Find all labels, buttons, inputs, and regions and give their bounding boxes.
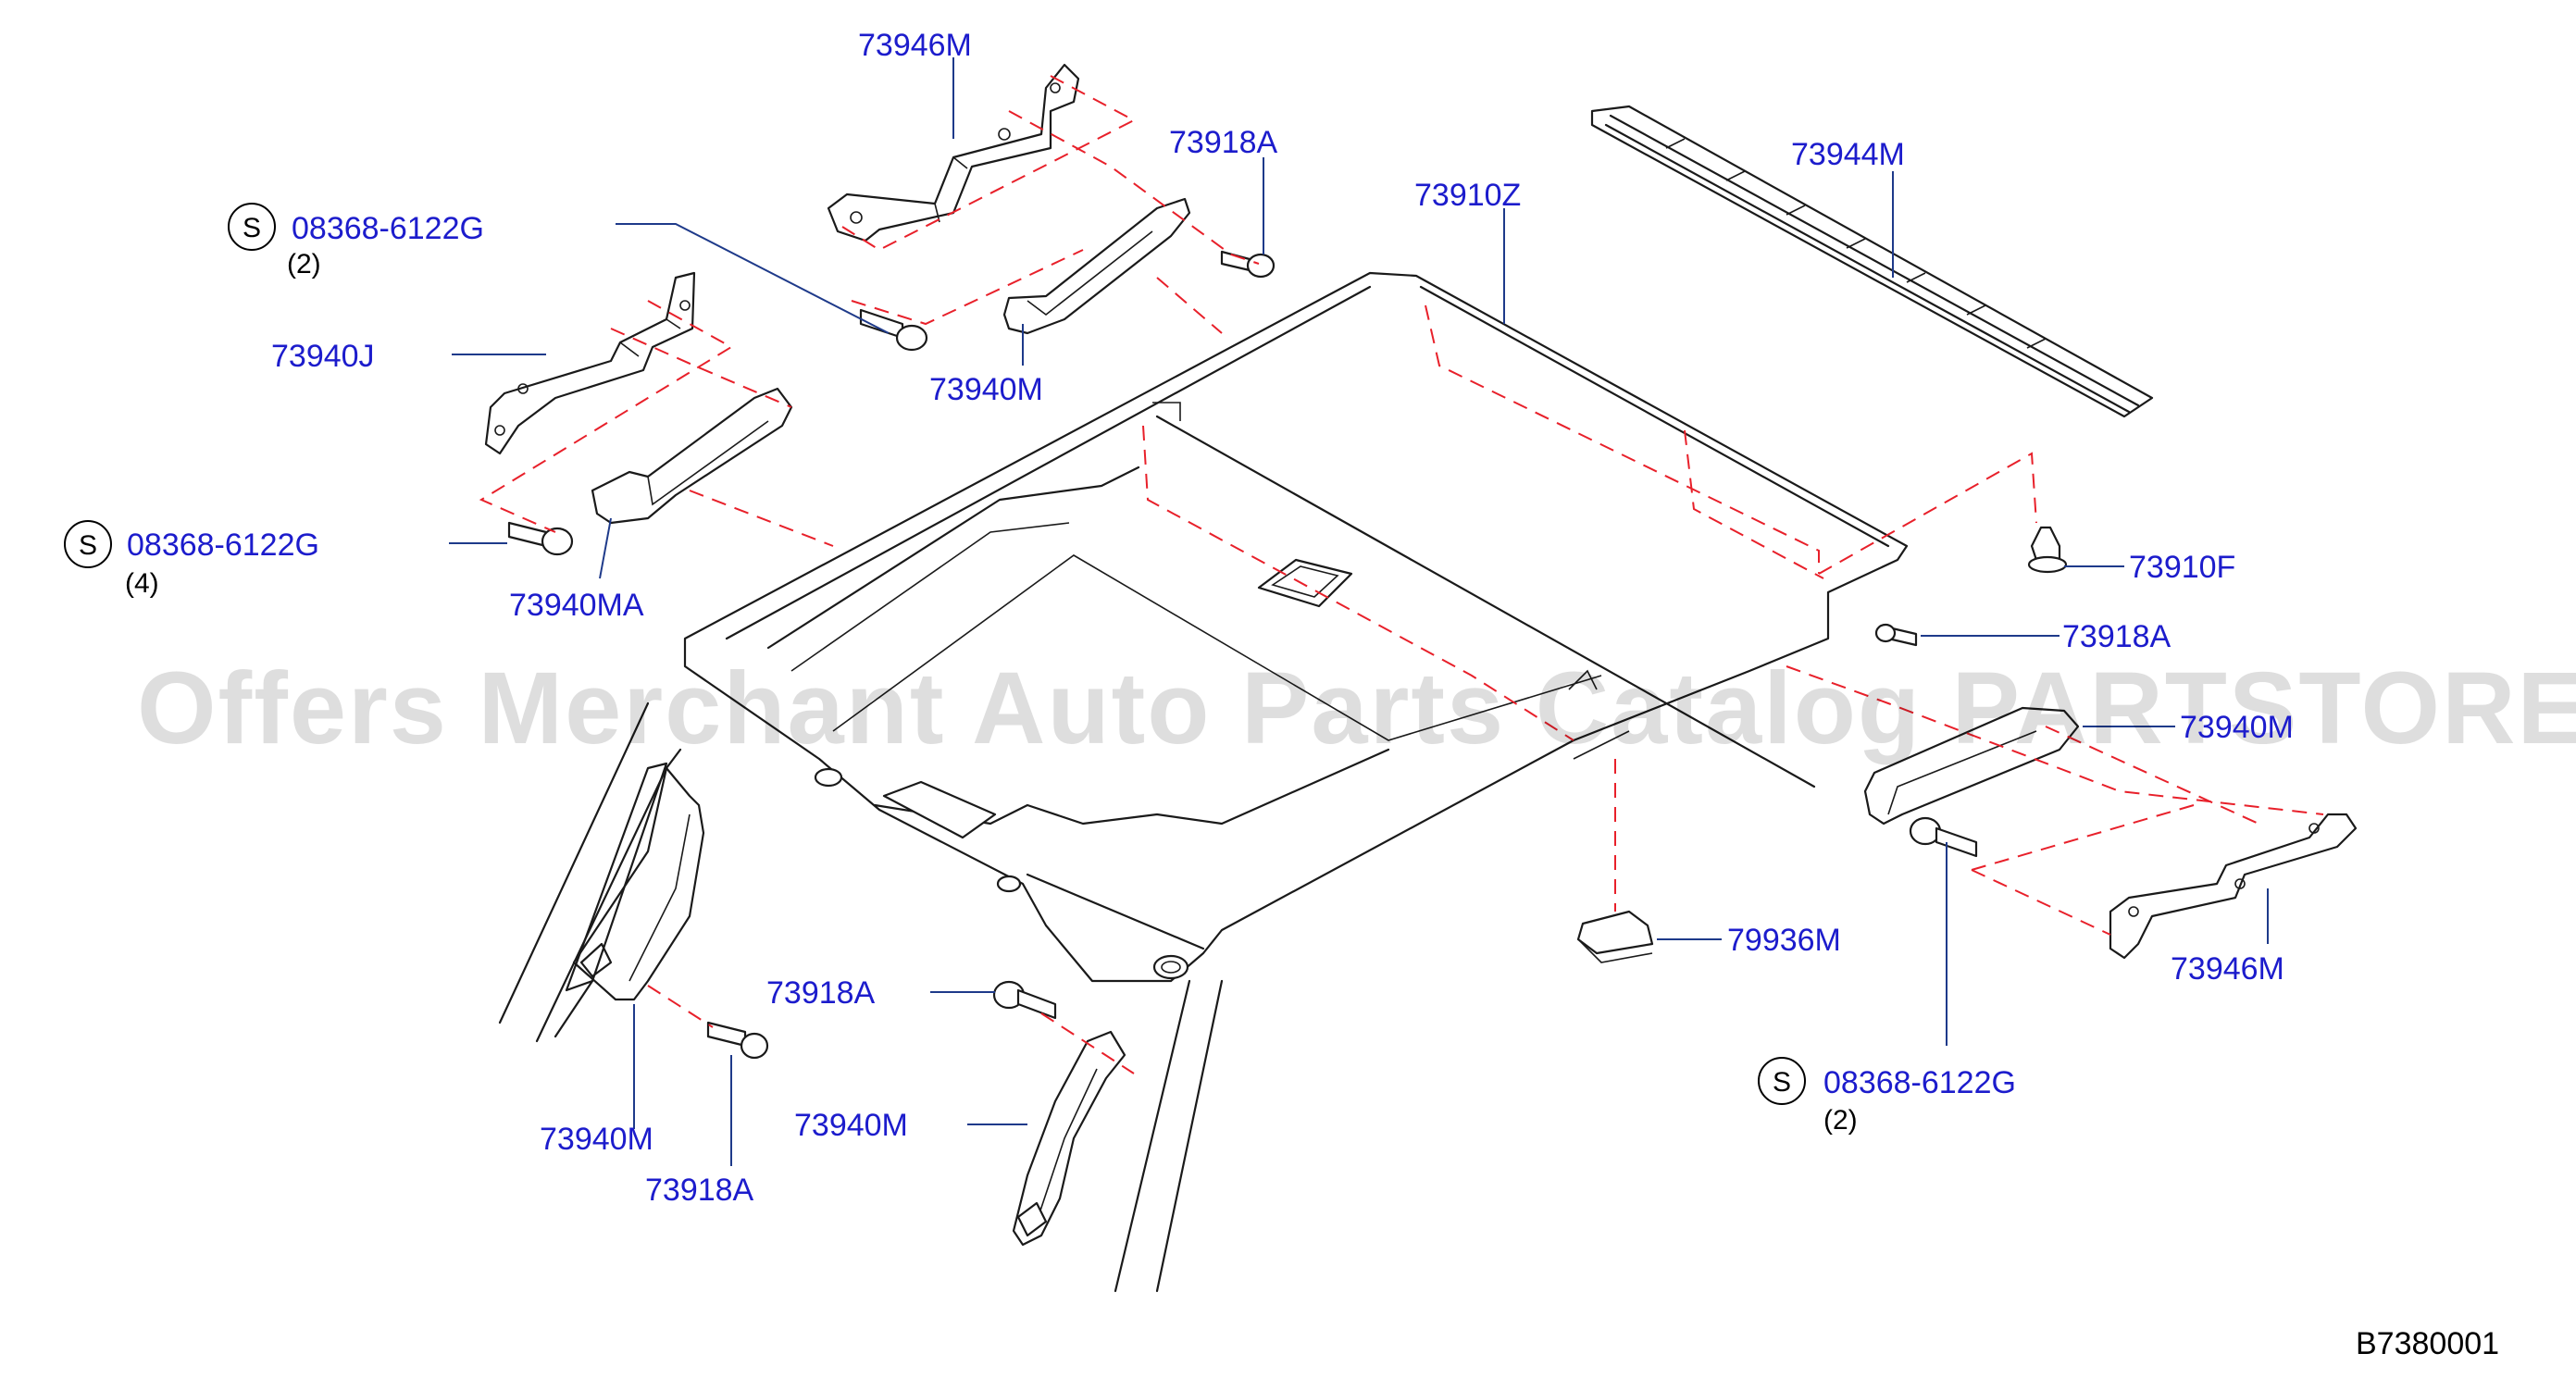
clip-73910F [2027, 526, 2068, 574]
label-73918A-right[interactable]: 73918A [2062, 619, 2172, 654]
label-79936M[interactable]: 79936M [1727, 923, 1841, 958]
alignment-guides [479, 75, 2324, 1074]
s-badge-text: S [243, 213, 261, 243]
s-badge-text: S [79, 530, 97, 561]
roof-rail-73944M [1590, 105, 2154, 418]
label-73946M-top[interactable]: 73946M [858, 28, 972, 63]
s-code-group-1[interactable]: S 08368-6122G (2) [228, 203, 484, 279]
grip-73940M-top [1002, 197, 1191, 335]
label-73940M-bottom-mid[interactable]: 73940M [794, 1108, 908, 1143]
label-73918A-bottom-left[interactable]: 73918A [645, 1173, 754, 1208]
label-73940M-top[interactable]: 73940M [929, 372, 1043, 407]
s-badge-icon [228, 203, 276, 251]
screw-73918A-bottom-left [706, 1021, 769, 1060]
s-code-group-2[interactable]: S 08368-6122G (4) [64, 520, 319, 599]
leader-lines [449, 57, 2269, 1166]
watermark-text: Offers Merchant Auto Parts Catalog PARTS… [137, 652, 2576, 765]
screw-left-s [507, 521, 574, 556]
label-73910F[interactable]: 73910F [2129, 550, 2235, 585]
label-73940MA[interactable]: 73940MA [509, 588, 644, 623]
grip-73940M-bottom-mid [1012, 1030, 1126, 1247]
label-73940M-right[interactable]: 73940M [2180, 710, 2294, 745]
screw-top-left [859, 308, 928, 352]
label-s-qty-1: (2) [287, 249, 321, 279]
label-73946M-right[interactable]: 73946M [2171, 951, 2284, 987]
label-73940J[interactable]: 73940J [271, 339, 375, 374]
label-s-qty-2: (4) [125, 568, 159, 599]
grip-73940MA [591, 387, 793, 525]
s-badge-icon [64, 520, 112, 568]
diagram-code: B7380001 [2356, 1326, 2499, 1361]
part-labels: 73946M 73918A 73910Z 73944M S 08368-6122… [64, 28, 2294, 1208]
side-garnish-left [565, 762, 668, 992]
label-s-qty-3: (2) [1823, 1105, 1858, 1136]
label-73918A-top[interactable]: 73918A [1169, 125, 1278, 160]
screw-right-s [1909, 816, 1978, 858]
grip-73940M-bottom-left [572, 766, 705, 1001]
label-s-code-3[interactable]: 08368-6122G [1823, 1065, 2016, 1100]
bracket-73940J [484, 271, 696, 455]
screw-73918A-top [1220, 250, 1276, 279]
s-badge-icon [1758, 1057, 1806, 1105]
label-73918A-bottom-mid[interactable]: 73918A [766, 975, 876, 1011]
label-73940M-bottom-left[interactable]: 73940M [540, 1122, 653, 1157]
body-pillars [498, 701, 1224, 1293]
label-s-code-2[interactable]: 08368-6122G [127, 528, 319, 563]
screw-73918A-right [1874, 623, 1918, 647]
label-s-code-1[interactable]: 08368-6122G [292, 211, 484, 246]
bracket-73946M-top [827, 63, 1080, 242]
label-73910Z[interactable]: 73910Z [1414, 178, 1521, 213]
screw-73918A-bottom-mid [992, 980, 1057, 1020]
s-code-group-3[interactable]: S 08368-6122G (2) [1758, 1057, 2016, 1136]
label-73944M[interactable]: 73944M [1791, 137, 1905, 172]
s-badge-text: S [1773, 1067, 1791, 1098]
headlining-73910Z [683, 271, 1909, 983]
clip-79936M [1576, 910, 1654, 963]
bracket-73946M-right [2109, 813, 2358, 960]
